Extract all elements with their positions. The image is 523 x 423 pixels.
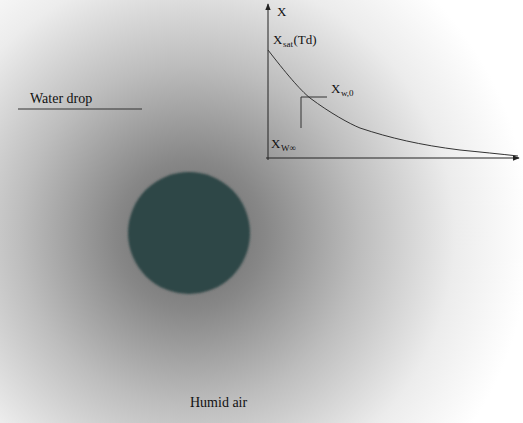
leader-line	[18, 109, 142, 110]
y-axis	[268, 4, 269, 160]
axis-label: X	[273, 33, 282, 46]
x-axis	[266, 158, 519, 159]
leader-line	[301, 97, 327, 128]
axis-label: X	[277, 5, 286, 18]
axis-label: X	[271, 137, 280, 150]
axis-label: (Td)	[293, 33, 316, 46]
axis-label: W∞	[281, 144, 296, 153]
region-label: Humid air	[190, 396, 247, 410]
region-label: Water drop	[30, 92, 92, 106]
axis-label: sat	[283, 40, 293, 49]
axis-label: X	[331, 82, 340, 95]
water-drop	[128, 172, 250, 294]
axis-label: w,0	[341, 89, 354, 98]
concentration-curve	[268, 50, 518, 156]
